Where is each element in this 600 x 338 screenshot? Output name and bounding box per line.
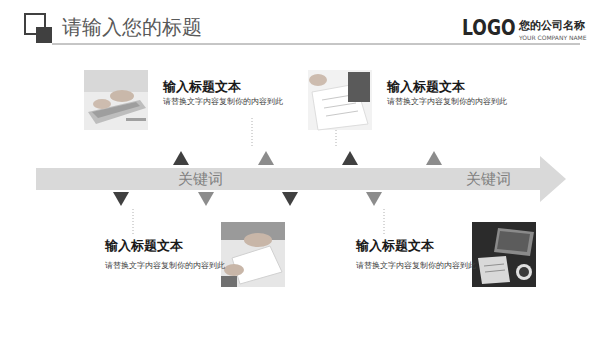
item-body: 请替换文字内容复制你的内容到此 — [105, 261, 225, 270]
marker-triangle — [366, 192, 382, 206]
leader-line — [133, 209, 134, 236]
item-body: 请替换文字内容复制你的内容到此 — [163, 97, 283, 106]
leader-line — [384, 209, 385, 236]
arrow-band — [36, 156, 566, 202]
timeline-arrow: 关键词 关键词 — [36, 156, 566, 202]
photo — [84, 70, 148, 130]
marker-triangle — [426, 151, 442, 165]
marker-triangle — [282, 192, 298, 206]
item-heading: 输入标题文本 — [163, 79, 241, 95]
logo: LOGO — [462, 15, 516, 41]
keyword: 关键词 — [178, 170, 223, 188]
item-heading: 输入标题文本 — [356, 238, 434, 254]
header-rule — [52, 44, 580, 45]
marker-triangle — [173, 151, 189, 165]
company-name: 您的公司名称 — [519, 19, 585, 32]
company-name-en: YOUR COMPANY NAME — [519, 34, 587, 41]
marker-triangle — [342, 151, 358, 165]
marker-triangle — [258, 151, 274, 165]
keyword: 关键词 — [466, 170, 511, 188]
item-heading: 输入标题文本 — [387, 79, 465, 95]
leader-line — [252, 118, 253, 148]
marker-triangle — [198, 192, 214, 206]
slide-title: 请输入您的标题 — [62, 15, 202, 39]
photo — [472, 222, 536, 287]
photo — [221, 222, 285, 287]
item-heading: 输入标题文本 — [105, 238, 183, 254]
item-body: 请替换文字内容复制你的内容到此 — [387, 97, 507, 106]
item-body: 请替换文字内容复制你的内容到此 — [356, 261, 476, 270]
photo — [308, 70, 372, 130]
header-icon — [36, 27, 52, 43]
marker-triangle — [113, 192, 129, 206]
